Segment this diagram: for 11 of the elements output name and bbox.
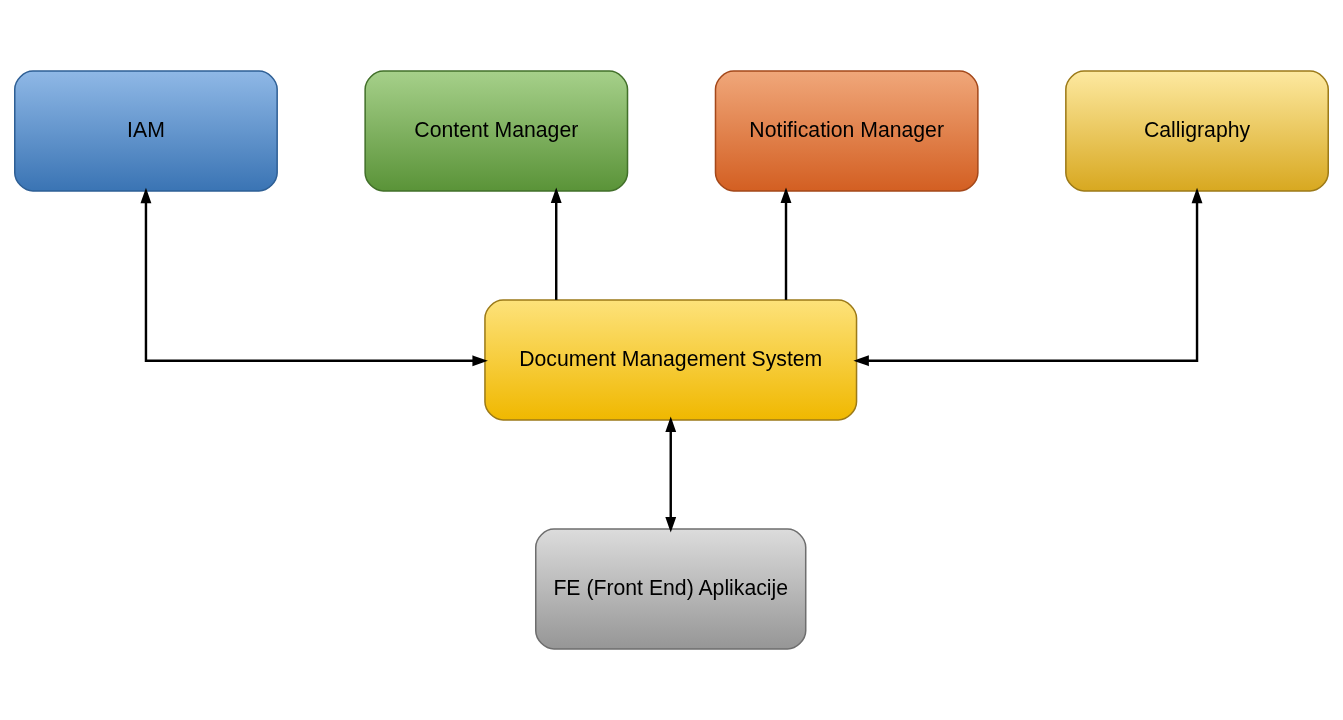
node-box: IAM	[14, 70, 278, 192]
arrow	[140, 187, 488, 367]
node-box: FE (Front End) Aplikacije	[535, 528, 807, 650]
node-box: Calligraphy	[1065, 70, 1329, 192]
node-box: Content Manager	[364, 70, 629, 192]
node-box: Notification Manager	[714, 70, 979, 192]
arrow	[550, 187, 562, 300]
arrow	[853, 187, 1203, 367]
arrow	[665, 416, 677, 533]
arrow	[780, 187, 792, 300]
node-box: Document Management System	[484, 299, 858, 421]
